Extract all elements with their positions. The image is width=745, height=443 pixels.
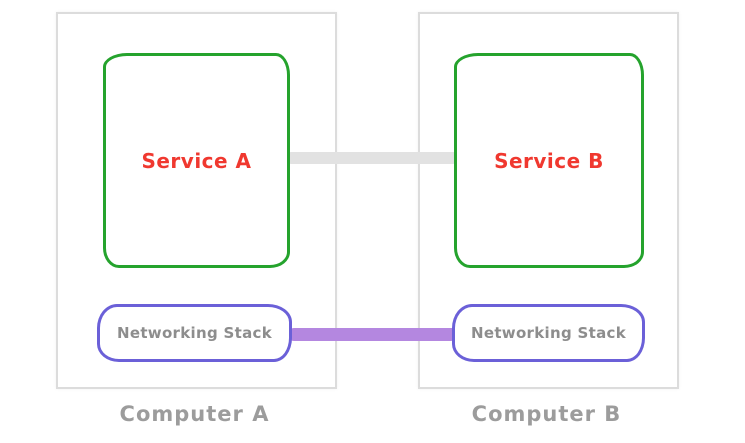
service-to-service-link <box>286 152 458 164</box>
service-b-box: Service B <box>454 53 644 268</box>
networking-stack-a-label: Networking Stack <box>117 324 272 342</box>
networking-stack-b-box: Networking Stack <box>452 304 645 362</box>
networking-stack-b-label: Networking Stack <box>471 324 626 342</box>
service-a-label: Service A <box>141 148 252 173</box>
service-b-label: Service B <box>494 148 604 173</box>
network-to-network-link <box>288 328 456 341</box>
computer-a-caption: Computer A <box>119 402 270 426</box>
networking-stack-a-box: Networking Stack <box>97 304 292 362</box>
service-a-box: Service A <box>103 53 290 268</box>
computer-b-caption: Computer B <box>471 402 622 426</box>
